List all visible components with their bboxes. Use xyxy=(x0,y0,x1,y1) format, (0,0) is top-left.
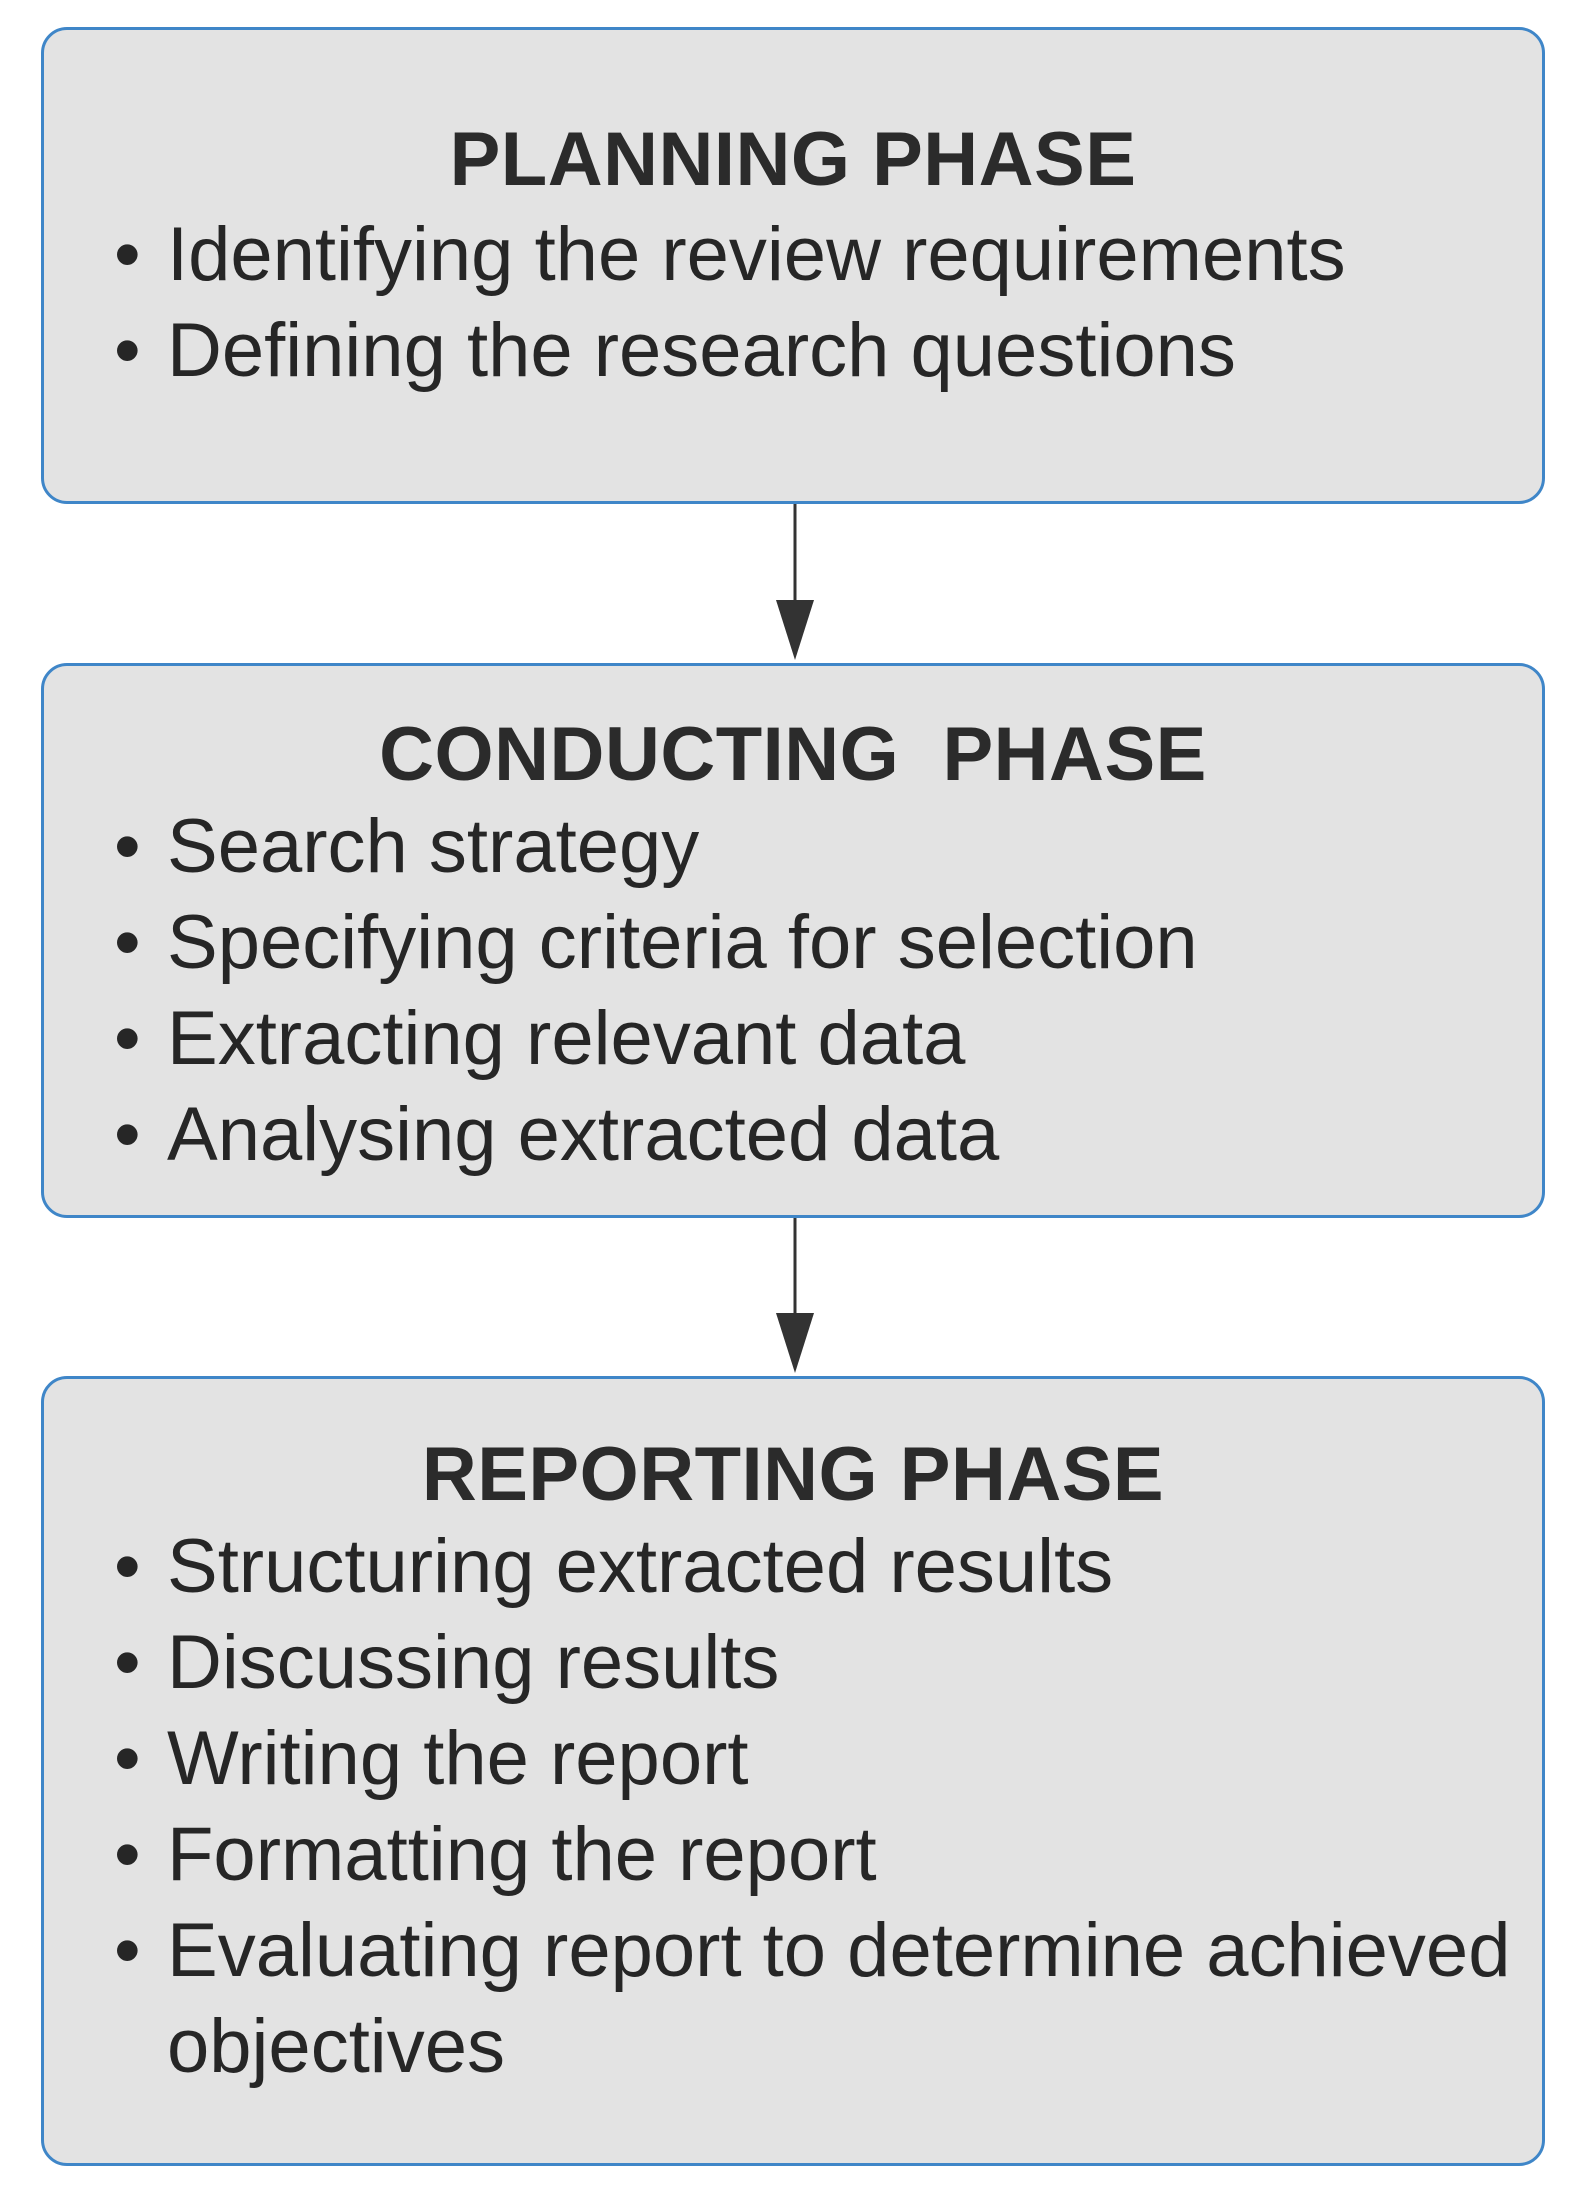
planning-phase-title: PLANNING PHASE xyxy=(449,117,1137,202)
bullet-icon: • xyxy=(114,1812,141,1897)
conducting-phase-title: CONDUCTING PHASE xyxy=(379,712,1207,797)
list-item-text: Writing the report xyxy=(167,1716,749,1801)
bullet-icon: • xyxy=(114,996,141,1081)
list-item: • Structuring extracted results xyxy=(114,1519,1512,1615)
list-item-text: Defining the research questions xyxy=(167,308,1236,393)
bullet-icon: • xyxy=(114,308,141,393)
list-item-text: Identifying the review requirements xyxy=(167,212,1346,297)
list-item-text: Search strategy xyxy=(167,804,700,889)
list-item: • Discussing results xyxy=(114,1615,1512,1711)
list-item-text: Analysing extracted data xyxy=(167,1092,1000,1177)
list-item-text: Structuring extracted results xyxy=(167,1524,1114,1609)
conducting-phase-list: • Search strategy • Specifying criteria … xyxy=(114,799,1512,1183)
list-item: • Formatting the report xyxy=(114,1807,1512,1903)
arrow-planning-to-conducting xyxy=(776,504,814,660)
bullet-icon: • xyxy=(114,804,141,889)
list-item: • Identifying the review requirements xyxy=(114,207,1512,303)
reporting-phase-box: REPORTING PHASE • Structuring extracted … xyxy=(41,1376,1545,2166)
planning-phase-list: • Identifying the review requirements • … xyxy=(114,207,1512,399)
list-item: • Extracting relevant data xyxy=(114,991,1512,1087)
list-item-text: Formatting the report xyxy=(167,1812,877,1897)
list-item: • Defining the research questions xyxy=(114,303,1512,399)
bullet-icon: • xyxy=(114,212,141,297)
list-item: • Analysing extracted data xyxy=(114,1087,1512,1183)
list-item: • Evaluating report to determine achieve… xyxy=(114,1903,1512,2095)
bullet-icon: • xyxy=(114,1092,141,1177)
arrow-conducting-to-reporting xyxy=(776,1218,814,1373)
bullet-icon: • xyxy=(114,1620,141,1705)
list-item-text: Extracting relevant data xyxy=(167,996,966,1081)
list-item: • Specifying criteria for selection xyxy=(114,895,1512,991)
reporting-phase-list: • Structuring extracted results • Discus… xyxy=(114,1519,1512,2095)
conducting-phase-box: CONDUCTING PHASE • Search strategy • Spe… xyxy=(41,663,1545,1218)
bullet-icon: • xyxy=(114,1716,141,1801)
bullet-icon: • xyxy=(114,1908,141,1993)
list-item-text: Specifying criteria for selection xyxy=(167,900,1198,985)
planning-phase-box: PLANNING PHASE • Identifying the review … xyxy=(41,27,1545,504)
list-item-text: Discussing results xyxy=(167,1620,780,1705)
list-item: • Writing the report xyxy=(114,1711,1512,1807)
reporting-phase-title: REPORTING PHASE xyxy=(421,1432,1165,1517)
bullet-icon: • xyxy=(114,1524,141,1609)
bullet-icon: • xyxy=(114,900,141,985)
list-item-text: Evaluating report to determine achieved … xyxy=(167,1908,1511,2089)
list-item: • Search strategy xyxy=(114,799,1512,895)
